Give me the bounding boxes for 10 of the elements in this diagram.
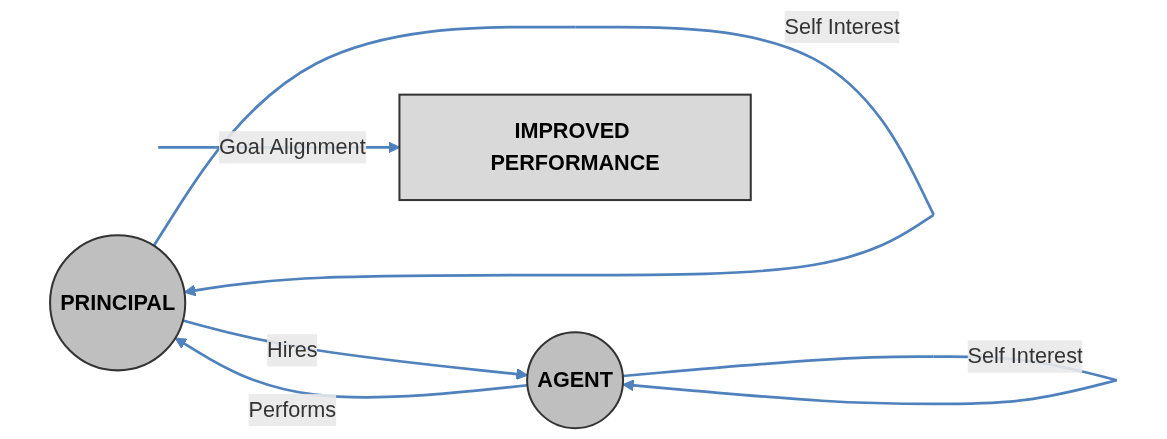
node-box: IMPROVED PERFORMANCE [398,93,752,202]
edge-label: Self Interest [967,344,1083,368]
node-circle: AGENT [526,331,625,430]
arrow [174,337,528,399]
edge-label: Goal Alignment [219,135,366,159]
node-circle: PRINCIPAL [49,234,187,372]
arrow [182,319,528,380]
edge-label: Hires [267,338,318,362]
edge-label: Performs [248,397,337,421]
edge-label: Self Interest [784,14,900,38]
